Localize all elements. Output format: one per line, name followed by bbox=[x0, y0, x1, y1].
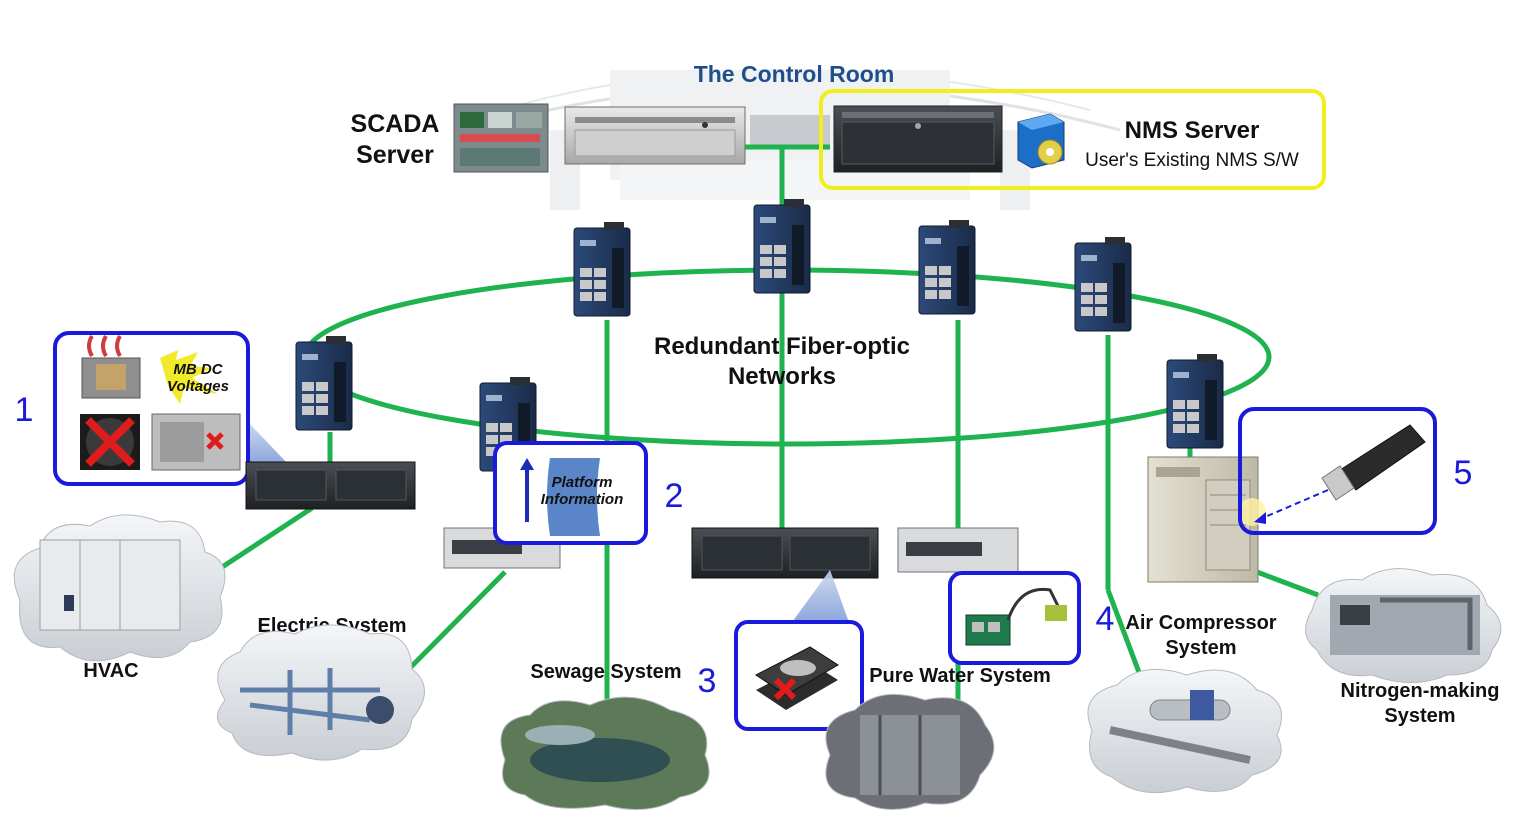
network-label-line1: Redundant Fiber-optic bbox=[654, 333, 910, 360]
usb-dongle-icon bbox=[1321, 424, 1426, 501]
platform-info-scroll-icon bbox=[547, 458, 600, 536]
nms-server-unit bbox=[833, 105, 1003, 173]
switch-lower-right bbox=[1166, 353, 1224, 449]
callout-2-number: 2 bbox=[665, 477, 684, 515]
scada-server-unit bbox=[564, 106, 746, 165]
nitrogen-cloud bbox=[1305, 568, 1502, 683]
pure-water-cloud bbox=[825, 693, 995, 810]
nms-subtitle: User's Existing NMS S/W bbox=[1085, 150, 1299, 171]
rackmount-server-center bbox=[691, 527, 879, 579]
network-links bbox=[205, 144, 1319, 710]
callout-5-box bbox=[1238, 407, 1437, 535]
network-label-line2: Networks bbox=[728, 363, 836, 390]
callout-3-number: 3 bbox=[698, 662, 717, 700]
fan-failure-icon bbox=[80, 414, 140, 470]
nitrogen-label-line1: Nitrogen-making bbox=[1341, 680, 1500, 702]
hard-drive-failure-icon bbox=[755, 646, 839, 710]
link-electric bbox=[398, 570, 507, 680]
switch-left bbox=[295, 335, 353, 431]
expansion-card-icon bbox=[965, 587, 1067, 646]
sewage-label: Sewage System bbox=[530, 661, 681, 683]
air-compressor-cloud bbox=[1087, 668, 1282, 794]
air-compressor-label-line1: Air Compressor bbox=[1125, 612, 1276, 634]
scada-screen-thumbnail bbox=[453, 103, 549, 173]
embedded-box-pc-right bbox=[897, 527, 1019, 573]
switch-top-right bbox=[918, 219, 976, 315]
nms-highlight-box bbox=[819, 89, 1326, 190]
cpu-heat-icon bbox=[81, 334, 141, 399]
rackmount-server-left bbox=[245, 461, 416, 510]
sewage-cloud bbox=[500, 696, 710, 810]
nitrogen-label-line2: System bbox=[1384, 705, 1455, 727]
switch-top-left bbox=[573, 221, 631, 317]
callout-2-text-line1: Platform bbox=[552, 474, 613, 491]
callout-1-text-line2: Voltages bbox=[167, 378, 229, 395]
link-air-diag bbox=[1105, 589, 1143, 676]
callout-5-number: 5 bbox=[1454, 454, 1473, 492]
nms-software-box-icon bbox=[1017, 113, 1065, 169]
switch-top-center bbox=[753, 198, 811, 294]
nms-title: NMS Server bbox=[1125, 117, 1260, 144]
usb-insert-arrow bbox=[1257, 489, 1329, 521]
callout-1-number: 1 bbox=[15, 391, 34, 429]
platform-up-arrowhead bbox=[520, 458, 534, 470]
pure-water-label: Pure Water System bbox=[869, 665, 1051, 687]
scada-label-line1: SCADA bbox=[351, 110, 440, 138]
link-hvac bbox=[205, 505, 314, 580]
electric-cloud bbox=[217, 624, 425, 761]
link-nitrogen bbox=[1256, 569, 1319, 598]
hvac-cloud bbox=[13, 514, 226, 662]
voltage-burst-icon bbox=[160, 350, 218, 404]
control-room-title: The Control Room bbox=[694, 61, 895, 87]
callout-4-number: 4 bbox=[1096, 600, 1115, 638]
callout-1-text-line1: MB DC bbox=[173, 361, 223, 378]
hvac-label: HVAC bbox=[83, 660, 138, 682]
power-supply-failure-icon bbox=[151, 413, 241, 471]
callout-2-text-line2: Information bbox=[541, 491, 624, 508]
industrial-tower-pc bbox=[1147, 456, 1266, 583]
usb-insert-arrowhead bbox=[1254, 512, 1266, 524]
air-compressor-label-line2: System bbox=[1165, 637, 1236, 659]
callout-3-beam bbox=[790, 570, 850, 625]
switch-right bbox=[1074, 236, 1132, 332]
scada-label-line2: Server bbox=[356, 141, 434, 169]
